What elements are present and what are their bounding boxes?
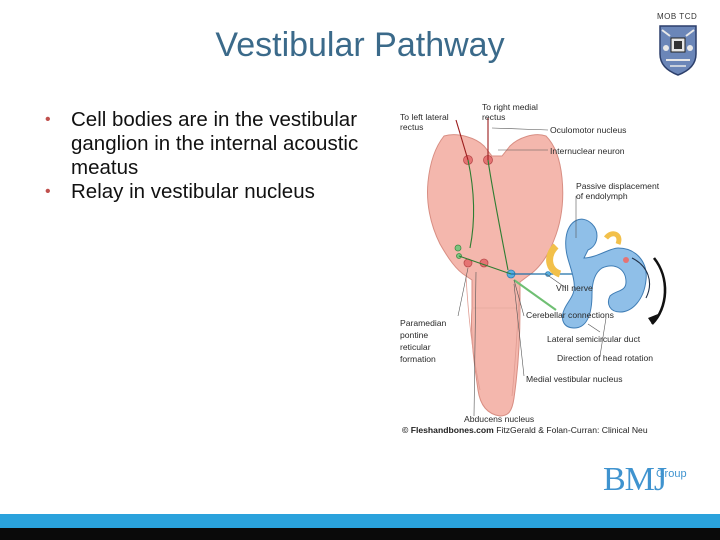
label-paramedian-1: Paramedian — [400, 318, 447, 328]
bmj-logo: BMJ — [603, 461, 667, 498]
bullet-dot-icon: • — [45, 111, 51, 128]
label-to-left-lateral-2: rectus — [400, 122, 423, 132]
semicircular-canals-shape — [561, 218, 647, 329]
label-passive-displacement-2: of endolymph — [576, 191, 628, 201]
label-direction-of-head-rotation: Direction of head rotation — [557, 353, 653, 363]
label-passive-displacement-1: Passive displacement — [576, 181, 660, 191]
university-crest-icon — [659, 25, 697, 76]
vestibular-pathway-diagram: To left lateral rectus To right medial r… — [400, 102, 667, 424]
credit-text: FitzGerald & Folan-Curran: Clinical Neu — [493, 425, 648, 435]
bullet-list: • Cell bodies are in the vestibular gangl… — [40, 108, 380, 204]
bullet-text: Cell bodies are in the vestibular gangli… — [71, 108, 359, 179]
label-oculomotor-nucleus: Oculomotor nucleus — [550, 125, 626, 135]
label-viii-nerve: VIII nerve — [556, 283, 593, 293]
label-to-right-medial-2: rectus — [482, 112, 505, 122]
figure-credit: © Fleshandbones.com FitzGerald & Folan-C… — [402, 425, 672, 435]
brainstem-shape — [427, 134, 564, 417]
bmj-group-text: Group — [656, 468, 687, 480]
bullet-item: • Relay in vestibular nucleus — [40, 180, 380, 204]
credit-source: © Fleshandbones.com — [402, 425, 494, 435]
bullet-item: • Cell bodies are in the vestibular gangl… — [40, 108, 380, 180]
source-tag: MOB TCD — [657, 12, 698, 21]
label-paramedian-3: reticular — [400, 342, 431, 352]
slide-title: Vestibular Pathway — [215, 26, 505, 64]
label-internuclear-neuron: Internuclear neuron — [550, 146, 625, 156]
label-cerebellar-connections: Cerebellar connections — [526, 310, 614, 320]
label-paramedian-4: formation — [400, 354, 436, 364]
label-lateral-semicircular-duct: Lateral semicircular duct — [547, 334, 641, 344]
label-paramedian-2: pontine — [400, 330, 428, 340]
label-abducens-nucleus: Abducens nucleus — [464, 414, 534, 424]
label-to-right-medial-1: To right medial — [482, 102, 538, 112]
bullet-dot-icon: • — [45, 183, 51, 200]
label-medial-vestibular-nucleus: Medial vestibular nucleus — [526, 374, 623, 384]
footer-bar-black — [0, 528, 720, 540]
label-to-left-lateral-1: To left lateral — [400, 112, 449, 122]
footer-bar-blue — [0, 514, 720, 528]
bullet-text: Relay in vestibular nucleus — [71, 180, 315, 203]
